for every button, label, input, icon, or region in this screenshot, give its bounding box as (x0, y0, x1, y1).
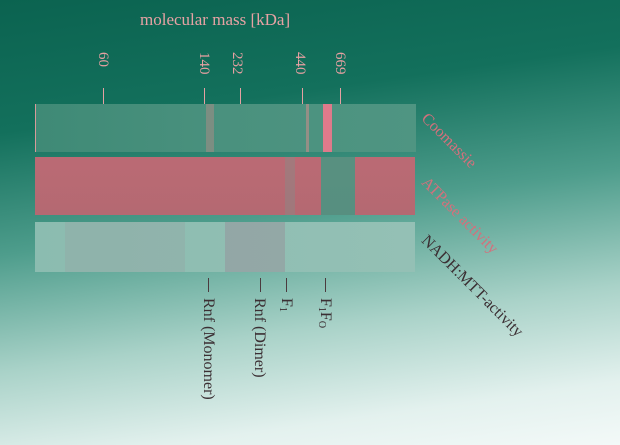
band-label-f1fo: F1FO (316, 298, 334, 328)
lane-label-coomassie: Coomassie (417, 110, 480, 172)
axis-title: molecular mass [kDa] (140, 10, 291, 29)
gel-band (306, 104, 309, 152)
marker-tick (240, 88, 241, 104)
marker-label-140: 140 (196, 52, 212, 75)
gel-band (285, 157, 295, 215)
marker-tick (302, 88, 303, 104)
marker-label-60: 60 (95, 52, 111, 67)
marker-label-440: 440 (292, 52, 308, 75)
gel-band-f1fo (321, 157, 355, 215)
gel-lane-nadh (35, 222, 415, 272)
gel-lane-atpase (35, 157, 415, 215)
f-text: F (317, 298, 335, 307)
f-text: F (278, 298, 296, 307)
subscript: O (316, 320, 327, 329)
subscript: 1 (277, 306, 288, 312)
gel-lane-coomassie (35, 104, 416, 152)
marker-tick (340, 88, 341, 104)
band-label-f1: F1 (277, 298, 295, 312)
band-tick (260, 278, 261, 292)
marker-label-232: 232 (229, 52, 245, 75)
band-tick (208, 278, 209, 292)
marker-tick (204, 88, 205, 104)
band-label-rnf-dimer: Rnf (Dimer) (251, 298, 268, 378)
lane-label-nadh: NADH:MTT-activity (417, 232, 527, 341)
marker-tick (103, 88, 104, 104)
gel-band (206, 104, 214, 152)
f-text: F (317, 311, 335, 321)
band-tick (286, 278, 287, 292)
gel-band-f1fo (323, 104, 332, 152)
subscript: 1 (316, 306, 327, 312)
marker-label-669: 669 (332, 52, 348, 75)
band-tick (325, 278, 326, 292)
band-label-rnf-monomer: Rnf (Monomer) (200, 298, 217, 400)
gel-band-dimer (225, 222, 285, 272)
gel-band-monomer (65, 222, 185, 272)
